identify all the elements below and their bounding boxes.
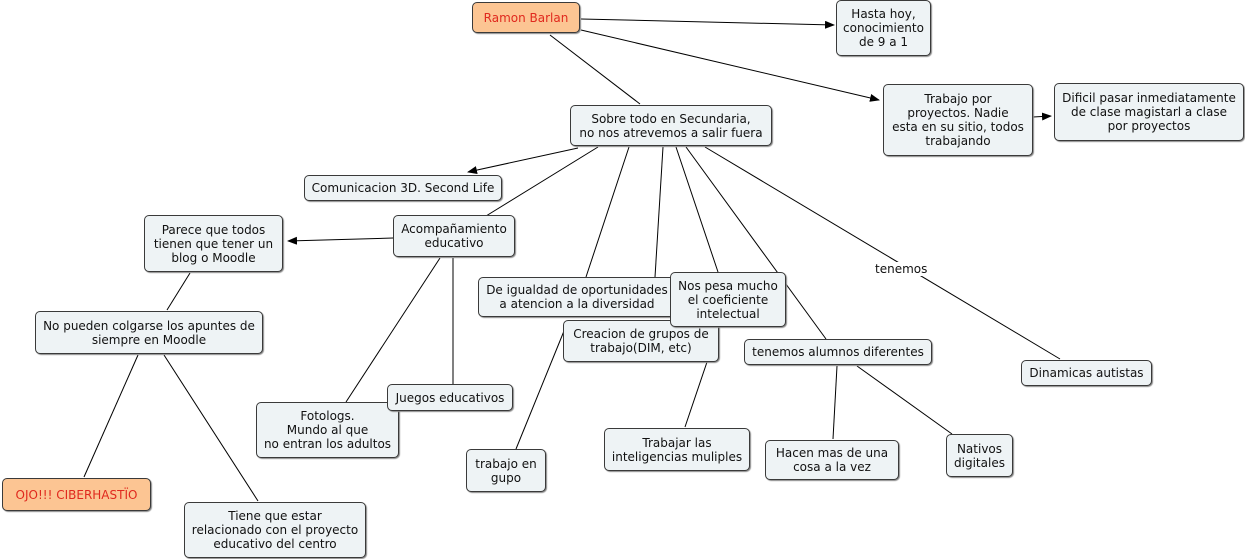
node-inteligencias[interactable]: Trabajar las inteligencias muliples bbox=[604, 428, 750, 471]
node-ramon-barlan[interactable]: Ramon Barlan bbox=[472, 2, 580, 33]
node-proyecto-educativo[interactable]: Tiene que estar relacionado con el proye… bbox=[184, 502, 366, 558]
edge-alumnos-nativos bbox=[856, 365, 953, 435]
edge-grupos-trabajo-grupo bbox=[515, 330, 565, 450]
edge-apuntes-proyecto bbox=[163, 354, 259, 502]
node-dificil[interactable]: Dificil pasar inmediatamente de clase ma… bbox=[1054, 83, 1244, 141]
node-juegos[interactable]: Juegos educativos bbox=[387, 384, 513, 411]
node-apuntes[interactable]: No pueden colgarse los apuntes de siempr… bbox=[35, 311, 263, 354]
edge-secundaria-alumnos bbox=[685, 146, 827, 340]
edge-proyectos-dificil bbox=[1032, 112, 1052, 121]
node-hacen-mas[interactable]: Hacen mas de una cosa a la vez bbox=[765, 440, 899, 480]
node-comunicacion[interactable]: Comunicacion 3D. Second Life bbox=[304, 175, 502, 201]
link-label-tenemos: tenemos bbox=[873, 262, 930, 276]
edge-grupos-inteligencias bbox=[684, 361, 708, 428]
edge-acompanamiento-fotologs bbox=[345, 257, 441, 403]
edge-root-proyectos bbox=[580, 29, 880, 102]
node-igualdad[interactable]: De igualdad de oportunidades a atencion … bbox=[478, 277, 676, 317]
node-hasta-hoy[interactable]: Hasta hoy, conocimiento de 9 a 1 bbox=[836, 0, 931, 56]
node-dinamicas[interactable]: Dinamicas autistas bbox=[1021, 360, 1152, 386]
node-trabajo-proyectos[interactable]: Trabajo por proyectos. Nadie esta en su … bbox=[883, 84, 1033, 156]
node-acompanamiento[interactable]: Acompañamiento educativo bbox=[393, 215, 515, 257]
node-fotologs[interactable]: Fotologs. Mundo al que no entran los adu… bbox=[256, 402, 399, 458]
edge-root-hasta bbox=[580, 18, 835, 29]
edge-secundaria-coeficiente bbox=[675, 146, 719, 273]
node-alumnos[interactable]: tenemos alumnos diferentes bbox=[744, 339, 932, 365]
edge-root-secundaria bbox=[549, 34, 641, 105]
node-ciberhastio[interactable]: OJO!!! CIBERHASTÏO bbox=[2, 478, 151, 511]
edge-secundaria-igualdad bbox=[585, 146, 630, 278]
node-blog-moodle[interactable]: Parece que todos tienen que tener un blo… bbox=[144, 215, 283, 272]
node-secundaria[interactable]: Sobre todo en Secundaria, no nos atrevem… bbox=[570, 105, 772, 146]
edge-secundaria-dinamicas bbox=[704, 146, 1061, 360]
node-coeficiente[interactable]: Nos pesa mucho el coeficiente intelectua… bbox=[670, 272, 786, 327]
edge-acompanamiento-blog bbox=[287, 236, 394, 245]
edge-secundaria-comunicacion bbox=[467, 147, 579, 174]
edge-secundaria-acompanamiento bbox=[485, 146, 599, 217]
edge-alumnos-hacen bbox=[832, 365, 838, 440]
edge-apuntes-ciberhastio bbox=[83, 354, 139, 478]
node-nativos[interactable]: Nativos digitales bbox=[946, 434, 1013, 477]
node-trabajo-grupo[interactable]: trabajo en gupo bbox=[466, 449, 546, 492]
edge-blog-apuntes bbox=[166, 272, 191, 311]
edge-secundaria-grupos bbox=[654, 146, 664, 278]
node-grupos[interactable]: Creacion de grupos de trabajo(DIM, etc) bbox=[563, 320, 719, 362]
